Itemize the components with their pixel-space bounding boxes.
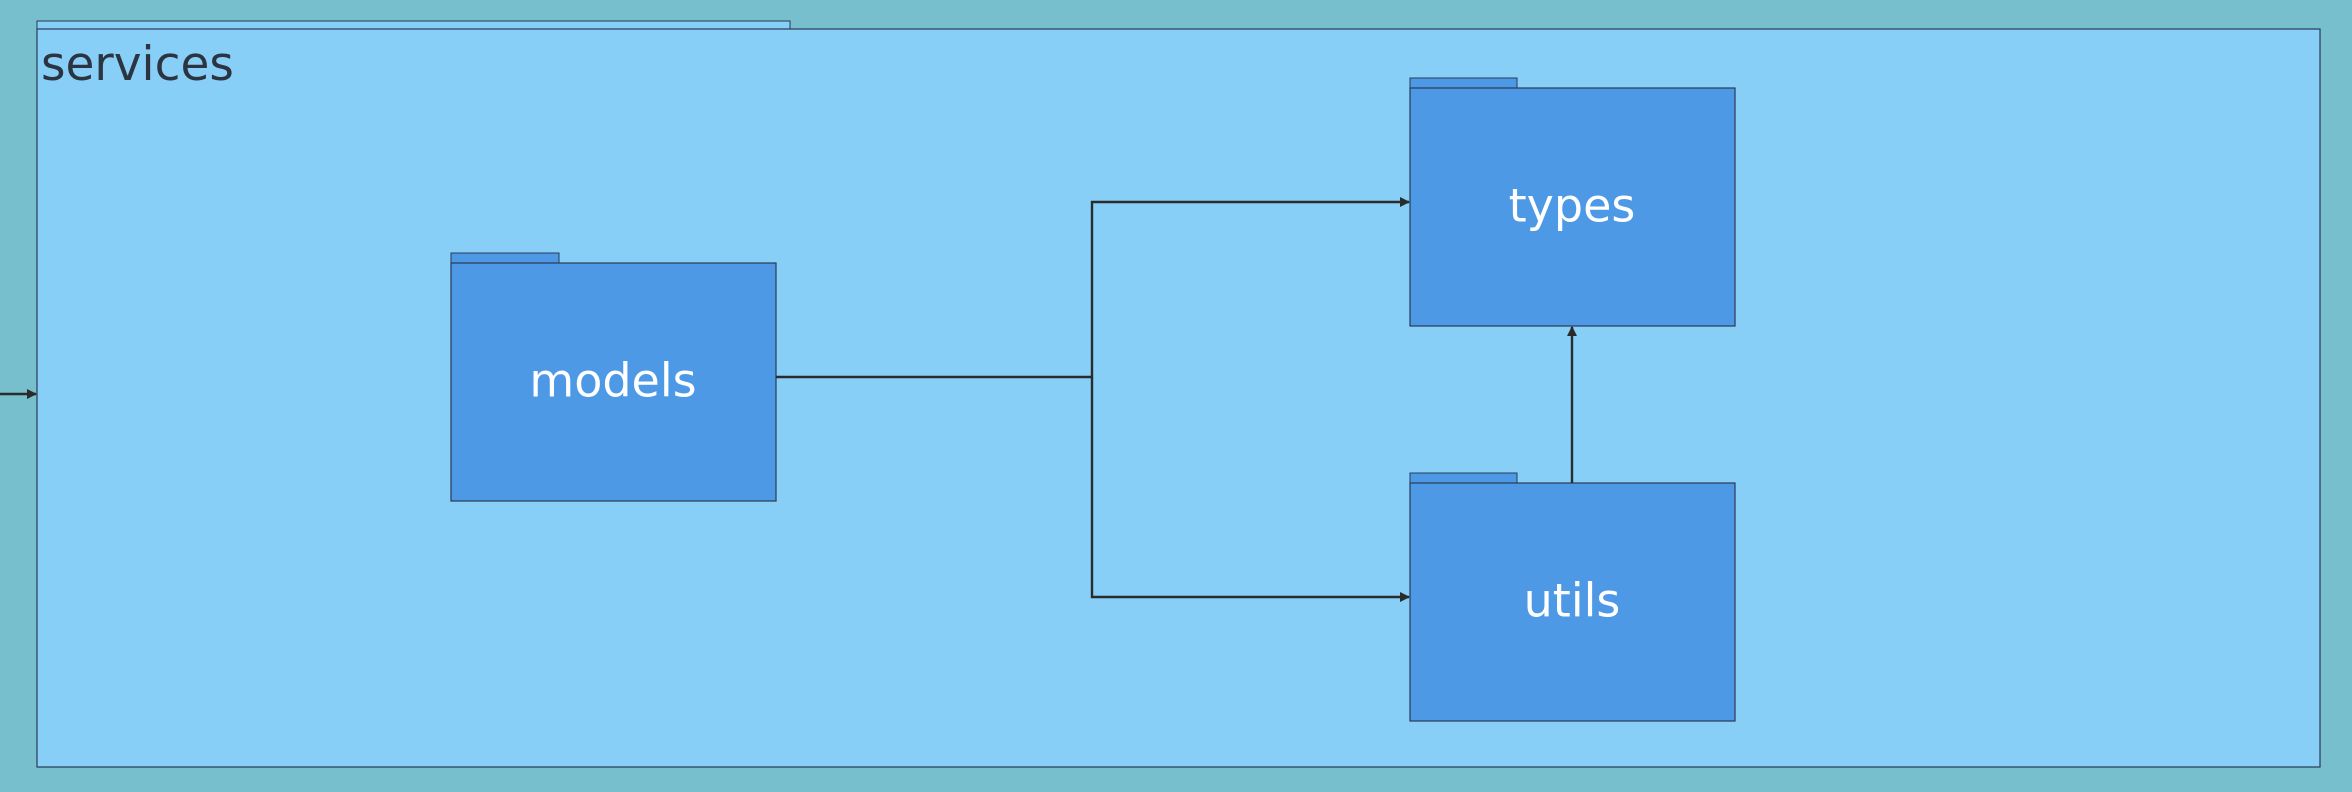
models-package-label: models xyxy=(529,354,696,408)
utils-package-label: utils xyxy=(1524,574,1621,628)
services-package[interactable]: services xyxy=(36,20,2321,768)
models-package[interactable]: models xyxy=(450,252,777,502)
services-package-label: services xyxy=(41,37,234,92)
services-package-body xyxy=(36,28,2321,768)
models-package-tab xyxy=(450,252,560,265)
utils-package-body xyxy=(1409,482,1736,722)
types-package[interactable]: types xyxy=(1409,77,1736,327)
models-package-body xyxy=(450,262,777,502)
types-package-tab xyxy=(1409,77,1518,90)
types-package-label: types xyxy=(1509,179,1636,233)
edge-models-to-types xyxy=(776,197,1410,379)
utils-package[interactable]: utils xyxy=(1409,472,1736,722)
utils-package-tab xyxy=(1409,472,1518,485)
edge-models-to-utils xyxy=(1090,377,1410,602)
